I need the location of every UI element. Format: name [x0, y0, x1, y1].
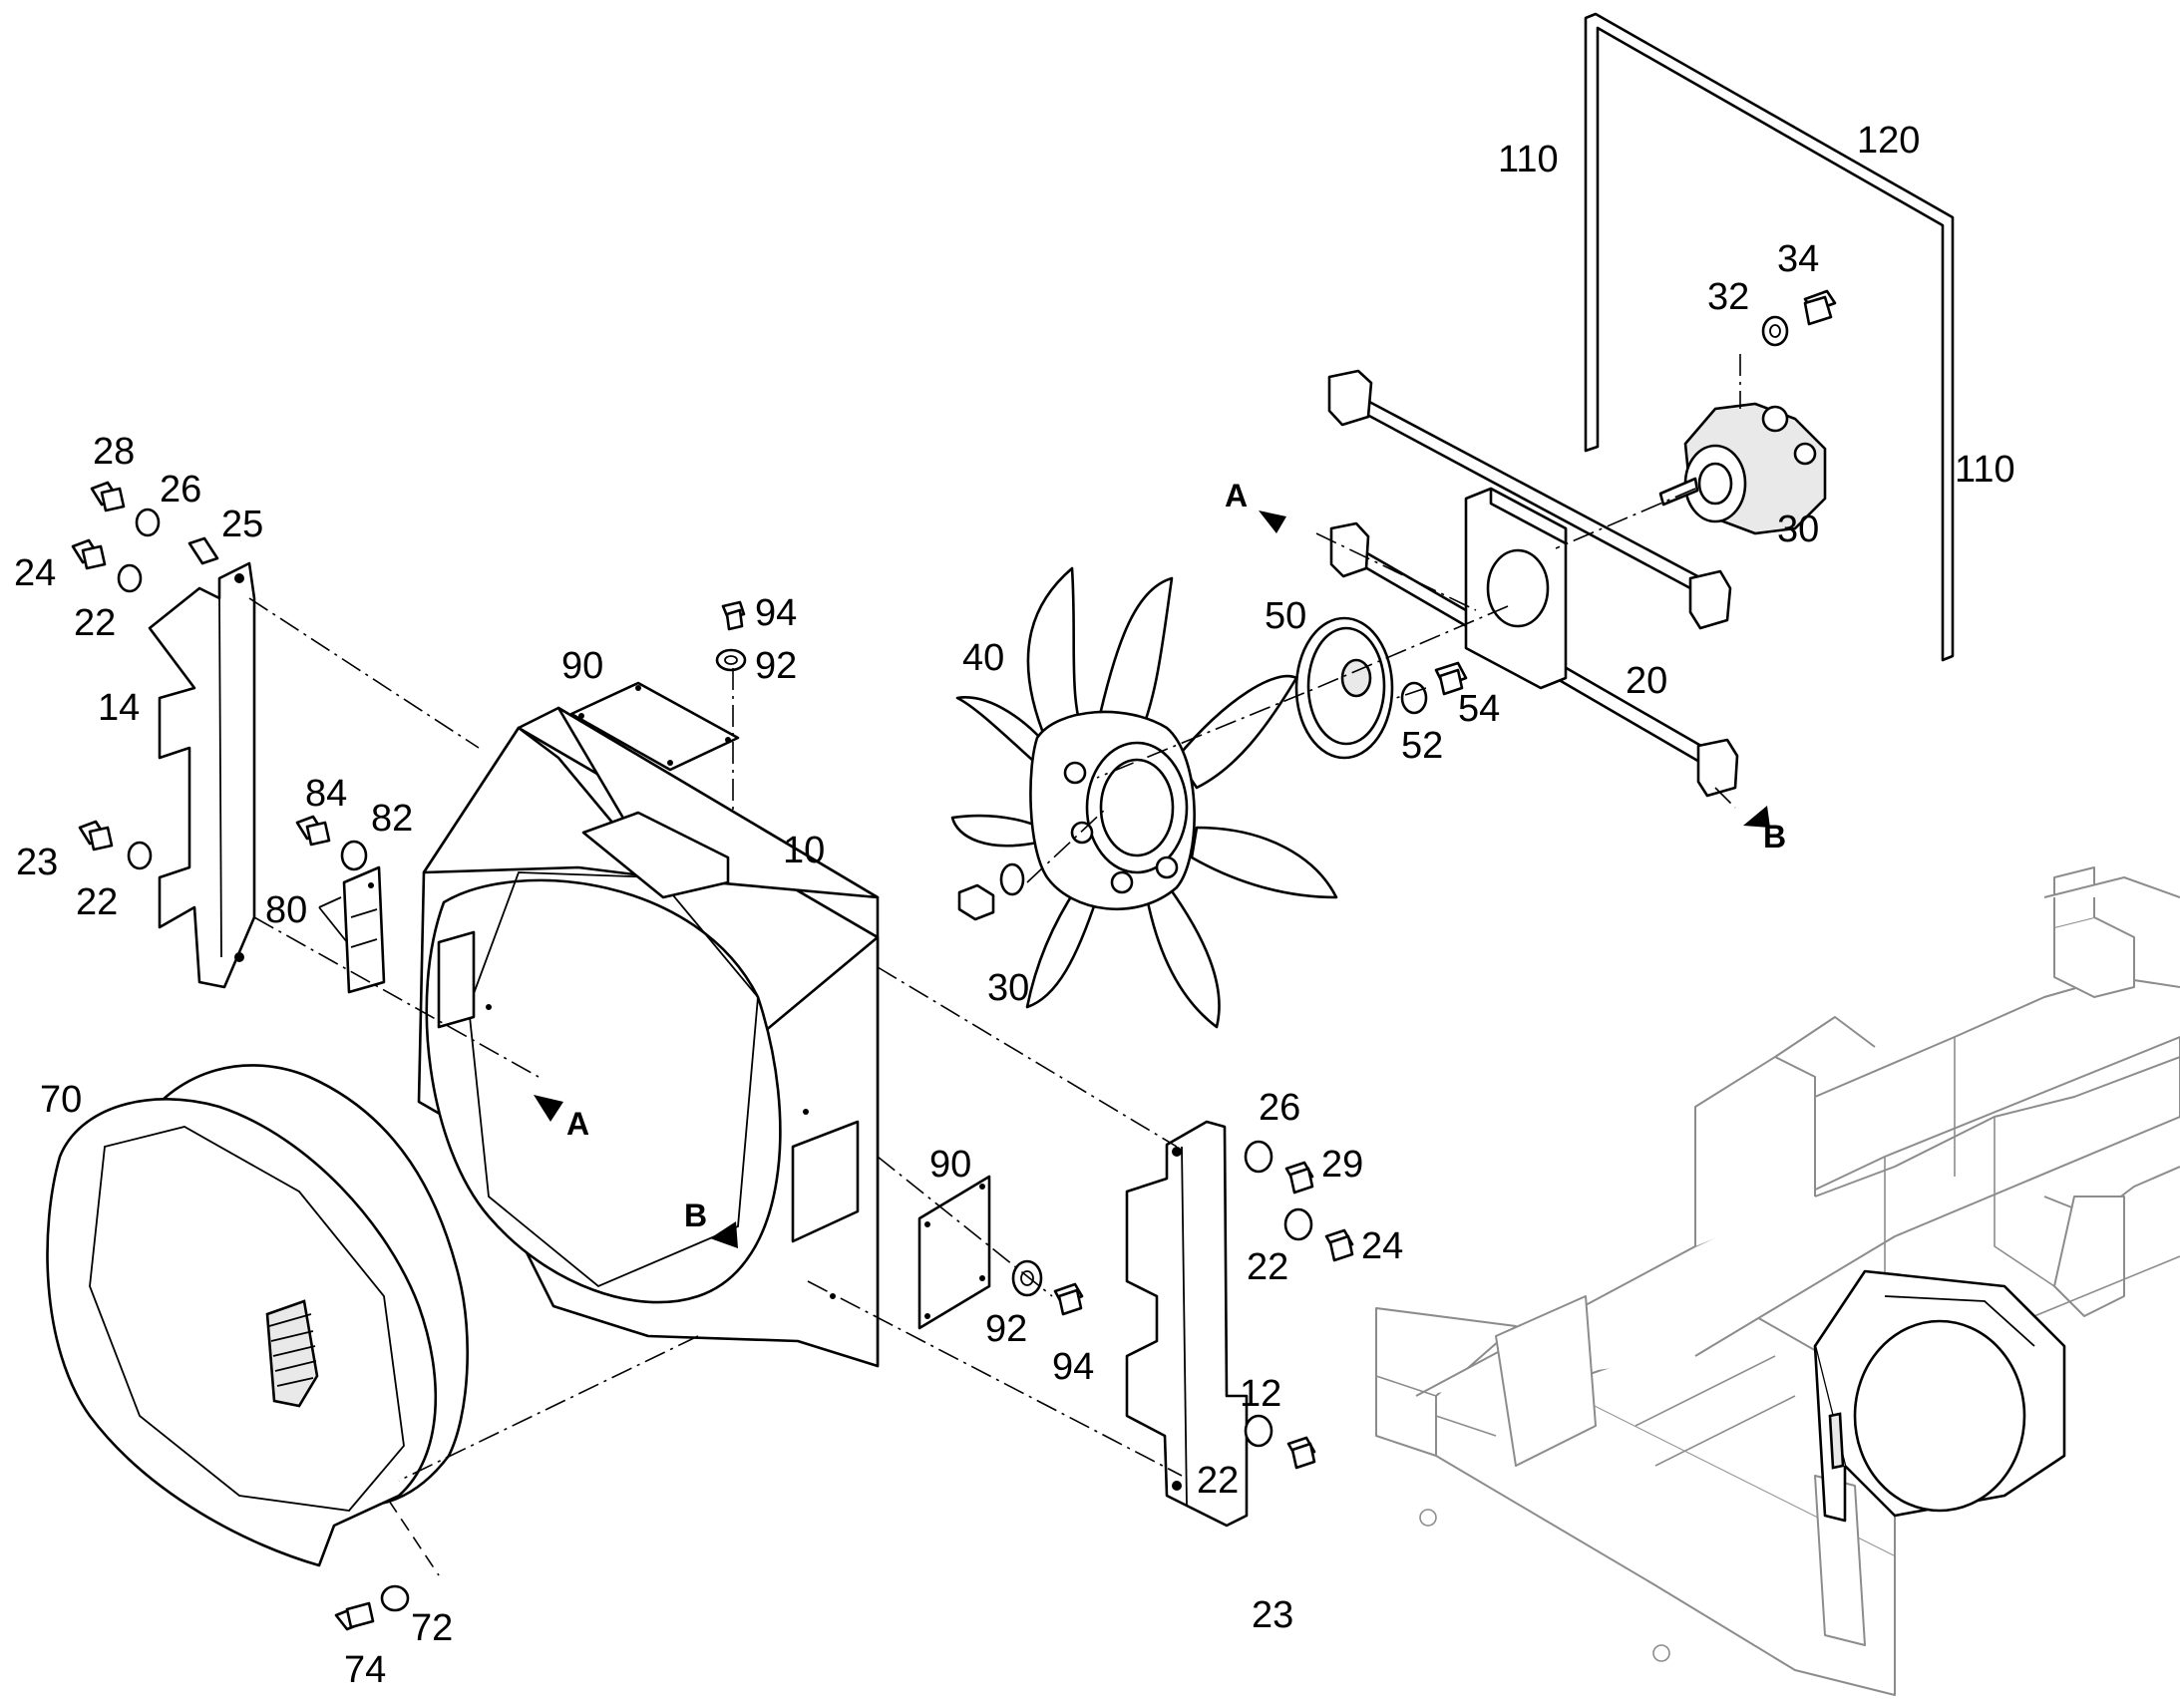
pump-30 — [1658, 402, 1827, 535]
label-52: 52 — [1401, 725, 1443, 767]
nut-30 — [957, 862, 1025, 921]
bolt-74 — [334, 1601, 375, 1631]
washer-92-side — [1011, 1259, 1043, 1297]
label-84: 84 — [305, 773, 347, 815]
bracket-14 — [148, 561, 256, 989]
washer-22-right-upper — [1283, 1207, 1313, 1241]
cover-plate-90-top — [569, 681, 740, 772]
label-74: 74 — [344, 1649, 386, 1691]
view-letter-b: B — [684, 1197, 707, 1233]
label-50: 50 — [1265, 595, 1306, 637]
washer-26-right — [1244, 1140, 1273, 1174]
label-22-left-lower: 22 — [76, 881, 118, 923]
label-110-left: 110 — [1498, 139, 1559, 180]
guard-mesh — [265, 1299, 319, 1408]
washer-52 — [1400, 681, 1428, 715]
label-94-side: 94 — [1052, 1346, 1094, 1388]
label-72: 72 — [411, 1607, 453, 1649]
leader-80 — [318, 896, 348, 943]
label-22-left-upper: 22 — [74, 602, 116, 644]
label-82: 82 — [371, 798, 413, 840]
label-12: 12 — [1240, 1373, 1281, 1415]
callout-labels: 110 120 110 34 32 30 20 50 54 52 40 30 9… — [14, 120, 2015, 1691]
label-20: 20 — [1626, 660, 1667, 702]
washer-22-left-upper — [117, 563, 143, 593]
label-90-side: 90 — [929, 1144, 971, 1186]
label-23-left: 23 — [16, 842, 58, 883]
label-32: 32 — [1707, 276, 1749, 318]
view-letter-a: A — [1225, 478, 1248, 513]
label-23-right: 23 — [1252, 1594, 1293, 1636]
label-22-right-lower: 22 — [1197, 1460, 1239, 1502]
bolt-94-top — [721, 600, 746, 631]
machine-frame-location-view — [1375, 866, 2180, 1696]
label-92-side: 92 — [985, 1308, 1027, 1350]
bracket-12 — [1125, 1120, 1249, 1528]
label-10: 10 — [783, 830, 825, 871]
label-30-nut: 30 — [987, 967, 1029, 1009]
bolt-23-left — [78, 820, 114, 852]
bolt-23-right — [1286, 1436, 1316, 1470]
label-14: 14 — [98, 687, 140, 729]
view-marker-a-top: A — [1225, 478, 1286, 533]
bolt-24-left — [71, 538, 107, 570]
label-40: 40 — [962, 637, 1004, 679]
bolt-84 — [295, 815, 331, 847]
label-110-right: 110 — [1955, 449, 2015, 491]
label-80: 80 — [265, 889, 307, 931]
washer-26-left — [135, 508, 161, 537]
fan-40 — [950, 566, 1338, 1029]
washer-32 — [1761, 315, 1789, 347]
label-24-right: 24 — [1361, 1225, 1403, 1267]
washer-82 — [340, 840, 368, 871]
guard-70 — [46, 1064, 469, 1567]
assembly-center-lines — [248, 354, 1741, 1576]
label-90-top: 90 — [561, 645, 603, 687]
label-24-left: 24 — [14, 552, 56, 594]
label-26-left: 26 — [160, 469, 201, 511]
spacer-25 — [187, 536, 219, 565]
bolt-94-side — [1053, 1282, 1084, 1316]
label-120: 120 — [1857, 120, 1920, 162]
washer-72 — [380, 1584, 410, 1612]
view-marker-a-shroud: A — [534, 1095, 589, 1142]
label-92-top: 92 — [755, 645, 797, 687]
bolt-34 — [1803, 289, 1837, 326]
cover-plate-90-side — [917, 1175, 991, 1330]
label-30-pump: 30 — [1777, 509, 1819, 550]
shroud-10 — [417, 706, 880, 1368]
label-34: 34 — [1777, 238, 1819, 280]
label-29: 29 — [1321, 1144, 1363, 1186]
washer-92-top — [715, 648, 747, 672]
washer-22-left-lower — [127, 841, 153, 870]
bolt-24-right — [1324, 1228, 1354, 1262]
clip-80 — [342, 865, 386, 994]
label-25: 25 — [221, 504, 263, 545]
label-22-right-upper: 22 — [1247, 1246, 1288, 1288]
view-letter-b: B — [1763, 819, 1786, 854]
view-letter-a: A — [566, 1106, 589, 1142]
view-marker-b-shroud: B — [684, 1197, 738, 1248]
label-26-right: 26 — [1259, 1087, 1300, 1129]
bolt-54 — [1434, 661, 1468, 696]
label-70: 70 — [40, 1079, 82, 1121]
bolt-29 — [1284, 1161, 1314, 1195]
label-28: 28 — [93, 431, 135, 473]
bolt-28 — [90, 481, 126, 512]
support-frame-20 — [1327, 369, 1739, 798]
label-94-top: 94 — [755, 592, 797, 634]
hub-50 — [1294, 616, 1394, 760]
washer-22-right-lower — [1244, 1414, 1273, 1448]
gasket-110-120 — [1584, 12, 1955, 662]
view-marker-b-right: B — [1743, 806, 1786, 854]
label-54: 54 — [1458, 688, 1500, 730]
